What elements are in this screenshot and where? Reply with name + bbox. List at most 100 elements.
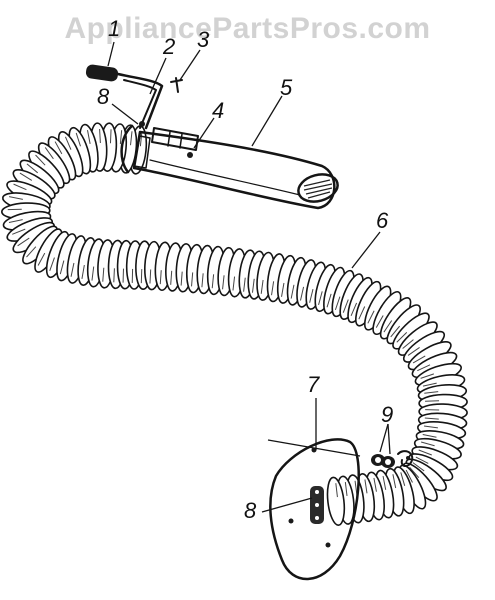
hose-shading	[81, 265, 85, 279]
hose-shading	[382, 475, 387, 490]
hose-shading	[70, 262, 75, 277]
hose-shading	[424, 391, 439, 394]
hose-shading	[159, 270, 162, 285]
hose-shading	[180, 271, 183, 286]
hose-shading	[26, 163, 39, 174]
hose-shading	[364, 479, 368, 494]
hose-shading	[407, 347, 420, 356]
hose-shading	[211, 274, 215, 289]
hose-shading	[35, 154, 46, 166]
hose-shading	[367, 310, 375, 324]
hose-shading	[109, 129, 112, 144]
hose-shading	[383, 320, 393, 333]
hose-shading	[415, 456, 429, 464]
hose-shading	[13, 183, 27, 191]
hose-shading	[130, 131, 133, 146]
hose-shading	[91, 266, 95, 281]
hose-shading	[119, 130, 123, 145]
hose-shading	[26, 246, 37, 258]
mounting-bracket	[151, 127, 199, 151]
hose-shading	[139, 132, 143, 147]
leader-lines	[107, 41, 391, 513]
hose-shading	[75, 132, 81, 147]
hose-shading	[9, 196, 23, 200]
hose-shading	[271, 281, 275, 296]
hose-shading	[113, 268, 115, 283]
hose-shading	[405, 469, 413, 483]
callout-9: 9	[381, 402, 394, 427]
hose-shading	[422, 434, 437, 438]
hose-shading	[422, 382, 437, 387]
hose-shading	[44, 147, 54, 160]
hose-shading	[243, 277, 246, 292]
hose-shading	[102, 267, 105, 282]
hose-shading	[334, 296, 341, 311]
callout-4: 4	[212, 98, 225, 123]
callout-8-top: 8	[97, 84, 110, 109]
hose-shading	[59, 260, 65, 275]
hose-shading	[420, 373, 435, 379]
hose-shading	[37, 252, 46, 266]
hose-shading	[373, 477, 377, 492]
watermark-logo: AppliancePartsPros.com	[64, 12, 431, 45]
hose-shading	[17, 237, 30, 247]
hose-shading	[344, 482, 348, 497]
hose-shading	[300, 286, 305, 301]
callout-5: 5	[280, 75, 293, 100]
hose-shading	[392, 474, 397, 489]
hose-shading	[19, 172, 33, 181]
callout-8-bottom: 8	[244, 498, 257, 523]
hose-shading	[335, 483, 338, 498]
hose-shading	[64, 136, 72, 150]
hose-shading	[402, 339, 414, 349]
hose-shading	[232, 276, 236, 291]
callout-1: 1	[108, 16, 121, 41]
nut-and-bolt	[371, 450, 414, 468]
callout-7: 7	[307, 372, 320, 397]
hose-shading	[8, 219, 23, 224]
hose-shading	[354, 480, 358, 495]
hose-shading	[326, 293, 332, 308]
hose-shading	[260, 279, 264, 294]
hose-shading	[417, 364, 431, 372]
hose-shading	[149, 269, 152, 284]
hose-shading	[49, 257, 55, 271]
callout-2: 2	[163, 34, 176, 59]
hose-shading	[251, 278, 255, 293]
hose-shading	[318, 291, 323, 305]
hose-shading	[423, 425, 438, 429]
flange-plate	[269, 438, 360, 581]
hose-shading	[424, 417, 439, 420]
hose-shading	[54, 141, 63, 155]
hose-shading	[412, 462, 425, 472]
hose-shading	[409, 466, 420, 479]
hose-shading	[309, 288, 314, 303]
hose-shading	[201, 273, 204, 288]
hose-shading	[375, 315, 384, 328]
hose-shading	[350, 302, 358, 316]
hose-shading	[412, 355, 426, 364]
hose-shading	[396, 332, 408, 343]
callout-3: 3	[197, 27, 210, 52]
hose-shading	[418, 449, 432, 456]
hose-shading	[191, 272, 194, 287]
nozzle-tube	[132, 130, 339, 210]
hose-shading	[12, 228, 26, 235]
hose-shading	[170, 270, 173, 285]
hose-shading	[420, 441, 435, 447]
bracket-screw	[187, 152, 193, 158]
hose-ring	[326, 476, 346, 526]
clamp-top	[120, 121, 145, 174]
hose-shading	[400, 472, 406, 486]
hose-shading	[222, 275, 225, 290]
callout-6: 6	[376, 208, 389, 233]
hose-shading	[342, 299, 349, 313]
hose-shading	[390, 325, 401, 338]
hose-shading	[290, 284, 295, 299]
handle-assembly	[85, 64, 199, 158]
flexible-hose	[1, 122, 468, 526]
hose-shading	[281, 282, 285, 297]
hose-shading	[87, 130, 91, 144]
hose-shading	[358, 306, 366, 320]
